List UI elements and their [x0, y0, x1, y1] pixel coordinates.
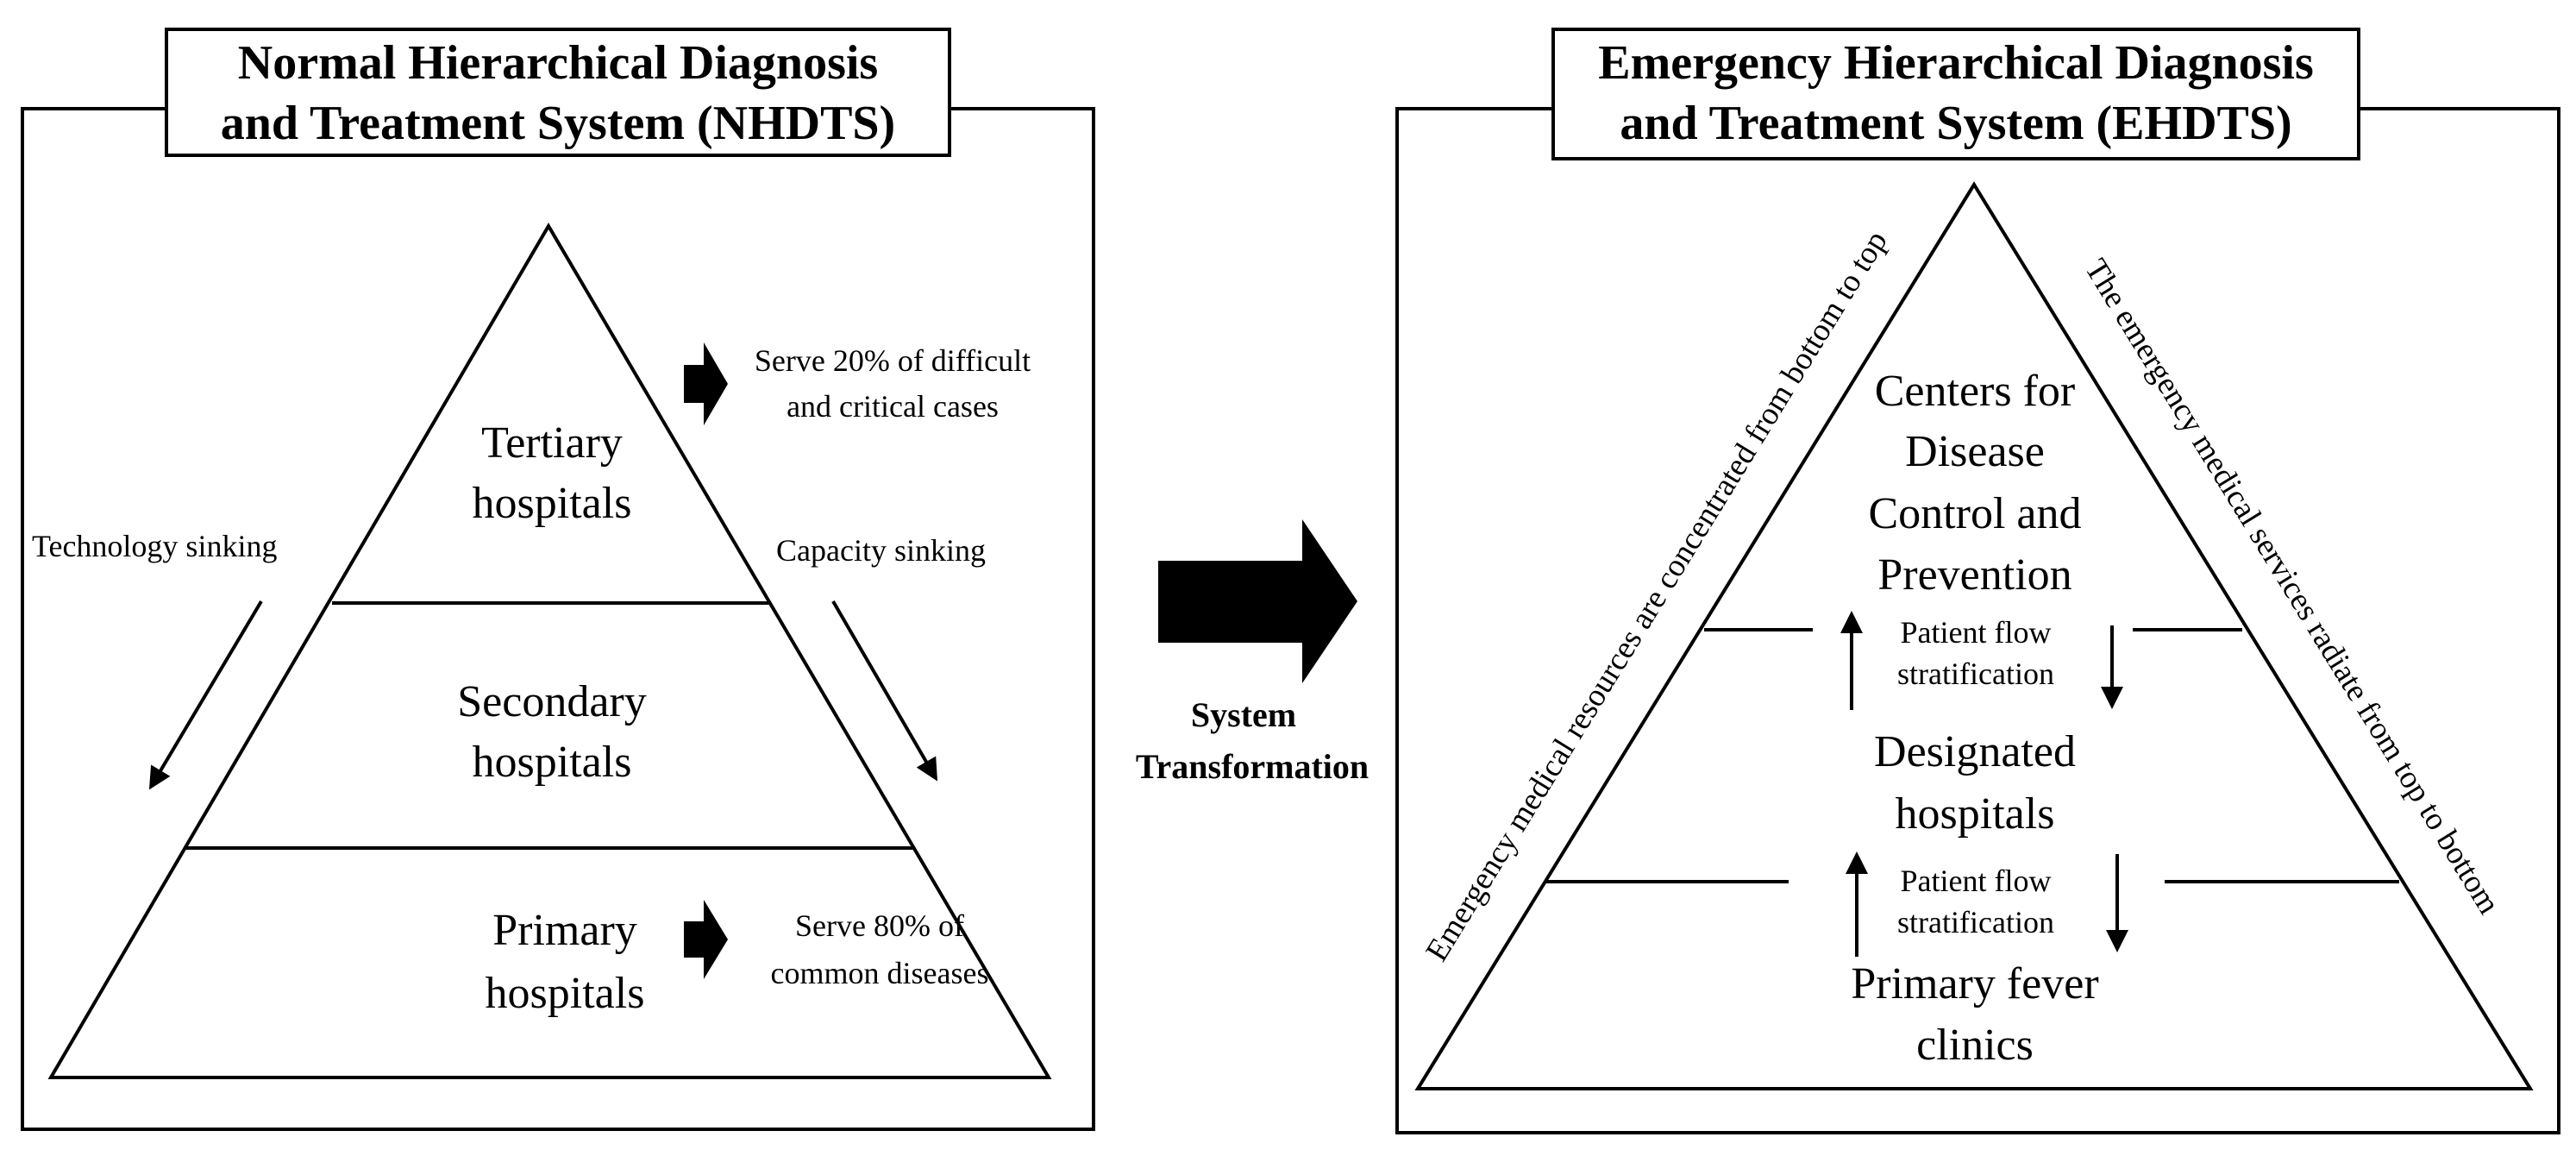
ehdts-tier-cdc-line1: Centers for	[1875, 367, 2075, 416]
nhdts-tier-primary-line1: Primary	[492, 906, 637, 955]
ehdts-side-right-label: The emergency medical services radiate f…	[2078, 253, 2507, 920]
ehdts-tier-designated-line2: hospitals	[1896, 789, 2055, 839]
nhdts-tier-secondary-line2: hospitals	[473, 738, 632, 787]
ehdts-tier-fever-line1: Primary fever	[1851, 959, 2098, 1008]
nhdts-tertiary-note-line2: and critical cases	[787, 389, 999, 424]
nhdts-pyramid	[47, 223, 1052, 1079]
ehdts-tier-cdc-line2: Disease	[1905, 427, 2045, 476]
nhdts-primary-note-line1: Serve 80% of	[795, 908, 964, 943]
ehdts-strat-upper-line1: Patient flow	[1901, 615, 2052, 650]
ehdts-strat-lower-line1: Patient flow	[1901, 864, 2052, 898]
nhdts-flow-right-arrow-icon	[831, 600, 938, 782]
nhdts-tertiary-note-arrow-icon	[684, 342, 728, 425]
ehdts-tier-designated-line1: Designated	[1874, 727, 2076, 776]
ehdts-title-line2: and Treatment System (EHDTS)	[1620, 97, 2291, 150]
nhdts-title-box	[165, 28, 951, 157]
ehdts-tier-cdc-line4: Prevention	[1877, 550, 2071, 600]
ehdts-strat-lower-line2: stratification	[1897, 905, 2054, 939]
nhdts-title-line2: and Treatment System (NHDTS)	[221, 97, 895, 150]
nhdts-primary-note-arrow-icon	[684, 900, 728, 979]
ehdts-tier-cdc-line3: Control and	[1869, 489, 2082, 538]
nhdts-flow-right-label: Capacity sinking	[776, 533, 986, 568]
nhdts-title-line1: Normal Hierarchical Diagnosis	[238, 36, 878, 90]
ehdts-tier-fever-line2: clinics	[1916, 1021, 2034, 1070]
ehdts-strat-upper-line2: stratification	[1897, 657, 2054, 691]
nhdts-primary-note-line2: common diseases	[771, 956, 989, 990]
nhdts-flow-left-label: Technology sinking	[32, 529, 277, 563]
ehdts-pyramid	[1414, 181, 2534, 1090]
nhdts-tier-tertiary-line2: hospitals	[473, 479, 632, 528]
nhdts-tertiary-note-line1: Serve 20% of difficult	[755, 343, 1031, 378]
ehdts-title-box	[1551, 28, 2360, 160]
nhdts-tier-primary-line2: hospitals	[486, 969, 645, 1018]
nhdts-panel: Normal Hierarchical Diagnosis and Treatm…	[21, 28, 1095, 1131]
transformation-line1: System	[1191, 695, 1296, 734]
nhdts-tier-tertiary-line1: Tertiary	[481, 418, 623, 468]
ehdts-title-line1: Emergency Hierarchical Diagnosis	[1598, 36, 2314, 90]
transformation: System Transformation	[1136, 519, 1369, 786]
nhdts-flow-left-arrow-icon	[148, 600, 263, 790]
transformation-line2: Transformation	[1136, 747, 1369, 786]
transformation-arrow-icon	[1158, 519, 1357, 683]
ehdts-panel: Emergency Hierarchical Diagnosis and Tre…	[1395, 28, 2560, 1134]
ehdts-side-left-label: Emergency medical resources are concentr…	[1420, 224, 1895, 967]
nhdts-tier-secondary-line1: Secondary	[457, 677, 646, 726]
